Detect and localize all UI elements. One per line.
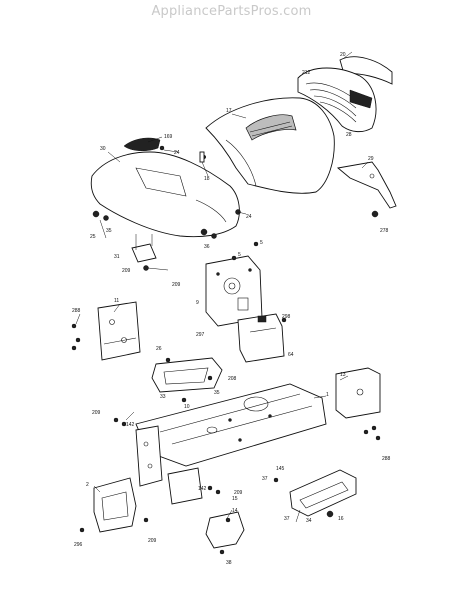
callout-296: 296 xyxy=(74,542,83,548)
callout-169: 169 xyxy=(164,134,173,140)
callout-36: 36 xyxy=(204,244,210,250)
part-footrest-bracket[interactable] xyxy=(151,357,223,403)
callout-15: 15 xyxy=(232,496,238,502)
watermark-text: AppliancePartsPros.com xyxy=(151,4,312,19)
part-fender-fasteners[interactable] xyxy=(92,151,241,239)
callout-209c: 209 xyxy=(92,410,101,416)
callout-30: 30 xyxy=(100,146,106,152)
callout-5b: 5 xyxy=(260,240,263,246)
callout-13: 13 xyxy=(340,372,346,378)
callout-labels: 20 212 17 169 30 24 18 28 29 278 25 35 2… xyxy=(72,52,391,566)
part-foot-plate[interactable] xyxy=(273,469,357,518)
callout-212: 212 xyxy=(302,70,311,76)
callout-28: 28 xyxy=(346,132,352,138)
callout-24b: 24 xyxy=(246,214,252,220)
callout-5a: 5 xyxy=(238,252,241,258)
callout-298: 298 xyxy=(282,314,291,320)
part-hood[interactable] xyxy=(205,97,335,194)
part-bottom-bracket[interactable] xyxy=(205,511,245,555)
callout-288a: 288 xyxy=(72,308,81,314)
callout-288b: 288 xyxy=(382,456,391,462)
part-battery-box[interactable] xyxy=(237,313,287,363)
callout-25: 25 xyxy=(90,234,96,240)
callout-16: 16 xyxy=(338,516,344,522)
callout-208: 208 xyxy=(228,376,237,382)
callout-34: 34 xyxy=(306,518,312,524)
callout-33: 33 xyxy=(160,394,166,400)
callout-142a: 142 xyxy=(126,422,135,428)
callout-297: 297 xyxy=(196,332,205,338)
callout-64: 64 xyxy=(288,352,294,358)
callout-37a: 37 xyxy=(262,476,268,482)
part-fender-deck[interactable] xyxy=(90,137,240,238)
callout-14: 14 xyxy=(232,508,238,514)
part-right-side-panel[interactable] xyxy=(335,367,381,441)
callout-31: 31 xyxy=(114,254,120,260)
callout-9: 9 xyxy=(196,300,199,306)
callout-142b: 142 xyxy=(198,486,207,492)
callout-24a: 24 xyxy=(174,150,180,156)
part-bracket-31[interactable] xyxy=(131,234,157,271)
callout-26: 26 xyxy=(156,346,162,352)
part-hood-bracket[interactable] xyxy=(336,161,397,218)
callout-209a: 209 xyxy=(122,268,131,274)
callout-209d: 209 xyxy=(234,490,243,496)
callout-145: 145 xyxy=(276,466,285,472)
callout-35b: 35 xyxy=(214,390,220,396)
callout-209b: 209 xyxy=(172,282,181,288)
part-left-support[interactable] xyxy=(71,301,141,361)
leader-lines xyxy=(75,51,369,523)
callout-37b: 37 xyxy=(284,516,290,522)
callout-1: 1 xyxy=(326,392,329,398)
callout-2: 2 xyxy=(86,482,89,488)
part-center-bracket[interactable] xyxy=(167,467,221,505)
callout-38: 38 xyxy=(226,560,232,566)
callout-35: 35 xyxy=(106,228,112,234)
callout-11: 11 xyxy=(114,298,119,304)
callout-29: 29 xyxy=(368,156,374,162)
callout-10: 10 xyxy=(184,404,190,410)
part-dashboard-panel[interactable] xyxy=(205,241,263,327)
callout-209e: 209 xyxy=(148,538,157,544)
callout-20: 20 xyxy=(340,52,346,58)
part-frame-bracket-142[interactable] xyxy=(113,417,163,487)
callout-17: 17 xyxy=(226,108,232,114)
callout-18: 18 xyxy=(204,176,210,182)
callout-278: 278 xyxy=(380,228,389,234)
part-grille-assembly[interactable] xyxy=(297,56,393,133)
part-front-bumper[interactable] xyxy=(79,477,149,533)
